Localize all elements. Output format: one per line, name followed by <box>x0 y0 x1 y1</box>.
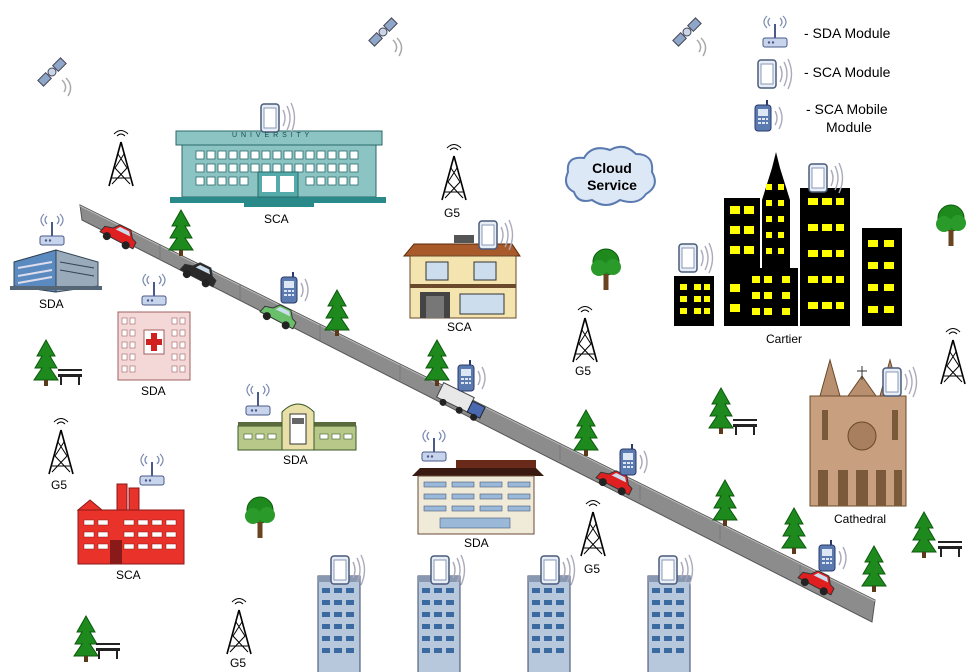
station-label: SDA <box>283 453 308 467</box>
oak-tree-icon <box>590 248 622 291</box>
cathedral-label: Cathedral <box>834 512 887 526</box>
university-sca-icon <box>260 102 296 134</box>
factory-building <box>76 483 185 565</box>
car-sca-mobile-icon <box>280 271 309 304</box>
tree-icon <box>424 339 450 387</box>
cathedral-sca-icon <box>882 366 918 398</box>
cartier-buildings <box>674 152 902 326</box>
bench-icon <box>96 643 120 659</box>
tower-g5-icon <box>226 597 252 655</box>
university-building <box>170 130 386 207</box>
legend-sca-mobile-icon <box>754 99 783 132</box>
tower-g5-icon <box>572 305 598 363</box>
g5-label: G5 <box>51 478 68 492</box>
tower-icon <box>940 327 966 385</box>
bench-icon <box>938 541 962 557</box>
car-sca-mobile-icon <box>818 539 847 572</box>
tree-icon <box>781 507 807 555</box>
tree-icon <box>911 511 937 559</box>
oak-tree-icon <box>935 204 967 247</box>
cloud-service-label: Cloud Service <box>576 160 648 194</box>
legend-sca-mobile-label-1: - SCA Mobile <box>806 101 888 117</box>
bench-icon <box>58 369 82 385</box>
cartier-label: Cartier <box>766 332 803 346</box>
factory-label: SCA <box>116 568 141 582</box>
car-sca-mobile-icon <box>619 443 648 476</box>
legend-sda-module-icon <box>762 15 788 48</box>
station-building <box>237 403 357 451</box>
legend-sca-mobile-label-2: Module <box>826 119 872 135</box>
hotel-building <box>412 460 544 535</box>
house-building <box>402 235 521 319</box>
office-left-building <box>10 249 102 293</box>
satellite-icon <box>37 57 72 97</box>
tower-icon <box>108 129 134 187</box>
bench-icon <box>733 419 757 435</box>
oak-tree-icon <box>244 496 276 539</box>
tower-g5-icon <box>580 499 606 557</box>
tree-icon <box>73 615 99 663</box>
office-left-sda-icon <box>39 213 65 246</box>
tree-icon <box>861 545 887 593</box>
tree-icon <box>33 339 59 387</box>
legend-sda-label: - SDA Module <box>804 25 891 41</box>
hotel-sda-icon <box>421 429 447 462</box>
satellite-icon <box>672 17 707 57</box>
g5-label: G5 <box>444 206 461 220</box>
tree-icon <box>573 409 599 457</box>
g5-label: G5 <box>575 364 592 378</box>
tree-icon <box>324 289 350 337</box>
hotel-label: SDA <box>464 536 489 550</box>
university-label: SCA <box>264 212 289 226</box>
cloud-service <box>565 145 656 206</box>
university-sign: U N I V E R S I T Y <box>232 132 311 139</box>
factory-sda-icon <box>139 453 165 486</box>
cloud-line-1: Cloud <box>592 160 632 176</box>
tower-g5-icon <box>48 417 74 475</box>
truck-icon <box>436 382 486 421</box>
tree-icon <box>708 387 734 435</box>
legend-sca-module-icon <box>757 58 793 90</box>
truck-sca-mobile-icon <box>457 359 486 392</box>
legend-sca-label: - SCA Module <box>804 64 891 80</box>
tree-icon <box>712 479 738 527</box>
hospital-building <box>117 311 191 381</box>
satellite-icon <box>368 17 403 57</box>
hospital-label: SDA <box>141 384 166 398</box>
g5-label: G5 <box>584 562 601 576</box>
house-label: SCA <box>447 320 472 334</box>
tower-g5-icon <box>441 143 467 201</box>
tree-icon <box>168 209 194 257</box>
g5-label: G5 <box>230 656 247 670</box>
office-left-label: SDA <box>39 297 64 311</box>
station-sda-icon <box>245 383 271 416</box>
cathedral-building <box>809 358 907 507</box>
hospital-sda-icon <box>141 273 167 306</box>
cartier-sca-icon-left <box>678 242 714 274</box>
cloud-line-2: Service <box>587 177 637 193</box>
